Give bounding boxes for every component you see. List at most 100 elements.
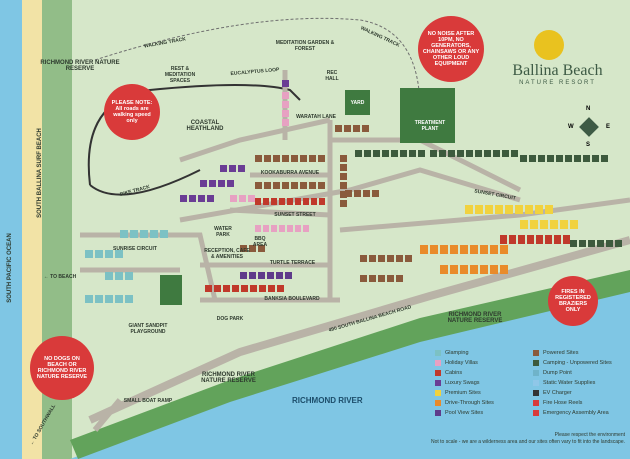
legend-item: Glamping — [435, 350, 469, 356]
site-plot — [255, 225, 261, 232]
label-rec-hall: REC HALL — [325, 70, 339, 82]
site-plot — [263, 225, 269, 232]
site-plot — [120, 230, 128, 238]
site-plot — [597, 240, 604, 247]
site-plot — [287, 225, 293, 232]
label-reception: RECEPTION, CAFE & AMENITIES — [204, 248, 250, 260]
site-plot — [480, 265, 488, 274]
site-plot — [125, 272, 133, 280]
site-plot — [309, 182, 316, 189]
site-plot — [344, 125, 351, 132]
site-plot — [223, 285, 230, 292]
site-plot — [362, 125, 369, 132]
site-plot — [295, 225, 301, 232]
notice-dogs: NO DOGS ON BEACH OR RICHMOND RIVER NATUR… — [30, 336, 94, 400]
site-plot — [556, 155, 563, 162]
site-plot — [364, 150, 371, 157]
legend-label: Static Water Supplies — [543, 380, 596, 386]
legend-item: Dump Point — [533, 370, 572, 376]
site-plot — [470, 265, 478, 274]
site-plot — [130, 230, 138, 238]
legend-item: Powered Sites — [533, 350, 578, 356]
site-plot — [277, 285, 284, 292]
label-coastal-heathland: COASTAL HEATHLAND — [186, 120, 224, 132]
site-plot — [570, 220, 578, 229]
site-plot — [285, 272, 292, 279]
legend-swatch-icon — [533, 350, 539, 356]
compass-rose-icon — [579, 117, 599, 137]
site-plot — [295, 198, 301, 205]
site-plot — [430, 150, 437, 157]
site-plot — [291, 155, 298, 162]
site-plot — [85, 295, 93, 303]
legend-label: Premium Sites — [445, 390, 481, 396]
site-plot — [387, 255, 394, 262]
site-plot — [273, 155, 280, 162]
legend-label: Drive-Through Sites — [445, 400, 494, 406]
beach-road — [88, 236, 630, 424]
site-plot — [287, 198, 293, 205]
beach-strip — [22, 0, 42, 459]
site-plot — [592, 155, 599, 162]
site-plot — [420, 245, 428, 254]
site-plot — [240, 245, 247, 252]
site-plot — [396, 255, 403, 262]
label-sunrise-circuit: SUNRISE CIRCUIT — [113, 246, 157, 252]
walking-track — [94, 17, 421, 111]
site-plot — [255, 198, 261, 205]
site-plot — [465, 205, 473, 214]
site-plot — [583, 155, 590, 162]
site-plot — [340, 200, 347, 207]
site-plot — [205, 285, 212, 292]
site-plot — [430, 245, 438, 254]
label-meditation-garden: MEDITATION GARDEN & FOREST — [275, 40, 335, 52]
label-to-beach: ← TO BEACH — [43, 274, 77, 280]
site-plot — [95, 295, 103, 303]
legend-item: EV Charger — [533, 390, 572, 396]
site-plot — [484, 150, 491, 157]
site-plot — [579, 240, 586, 247]
site-plot — [276, 272, 283, 279]
site-plot — [303, 198, 309, 205]
site-plot — [239, 195, 246, 202]
site-plot — [490, 245, 498, 254]
brand-logo-icon — [534, 30, 564, 60]
brand-name: Ballina Beach — [512, 62, 603, 79]
site-plot — [440, 245, 448, 254]
site-plot — [227, 180, 234, 187]
site-plot — [249, 272, 256, 279]
site-plot — [140, 230, 148, 238]
site-plot — [547, 155, 554, 162]
site-plot — [115, 272, 123, 280]
site-plot — [258, 245, 265, 252]
legend-label: Glamping — [445, 350, 469, 356]
legend-label: Luxury Swags — [445, 380, 480, 386]
legend-label: Powered Sites — [543, 350, 579, 356]
site-plot — [318, 155, 325, 162]
yard-block — [345, 90, 370, 115]
site-plot — [240, 272, 247, 279]
legend-label: Pool View Sites — [445, 410, 484, 416]
site-plot — [574, 155, 581, 162]
site-plot — [318, 182, 325, 189]
site-plot — [485, 205, 493, 214]
site-plot — [340, 173, 347, 180]
site-plot — [189, 195, 196, 202]
site-plot — [565, 155, 572, 162]
site-plot — [448, 150, 455, 157]
site-plot — [180, 195, 187, 202]
site-plot — [279, 225, 285, 232]
site-plot — [502, 150, 509, 157]
site-plot — [369, 275, 376, 282]
legend-item: Premium Sites — [435, 390, 481, 396]
site-plot — [282, 155, 289, 162]
site-plot — [271, 225, 277, 232]
site-plot — [418, 150, 425, 157]
footer-line1: Please respect the environment — [554, 432, 625, 438]
site-plot — [263, 198, 269, 205]
site-plot — [303, 225, 309, 232]
site-plot — [85, 250, 93, 258]
site-plot — [115, 295, 123, 303]
site-plot — [300, 155, 307, 162]
